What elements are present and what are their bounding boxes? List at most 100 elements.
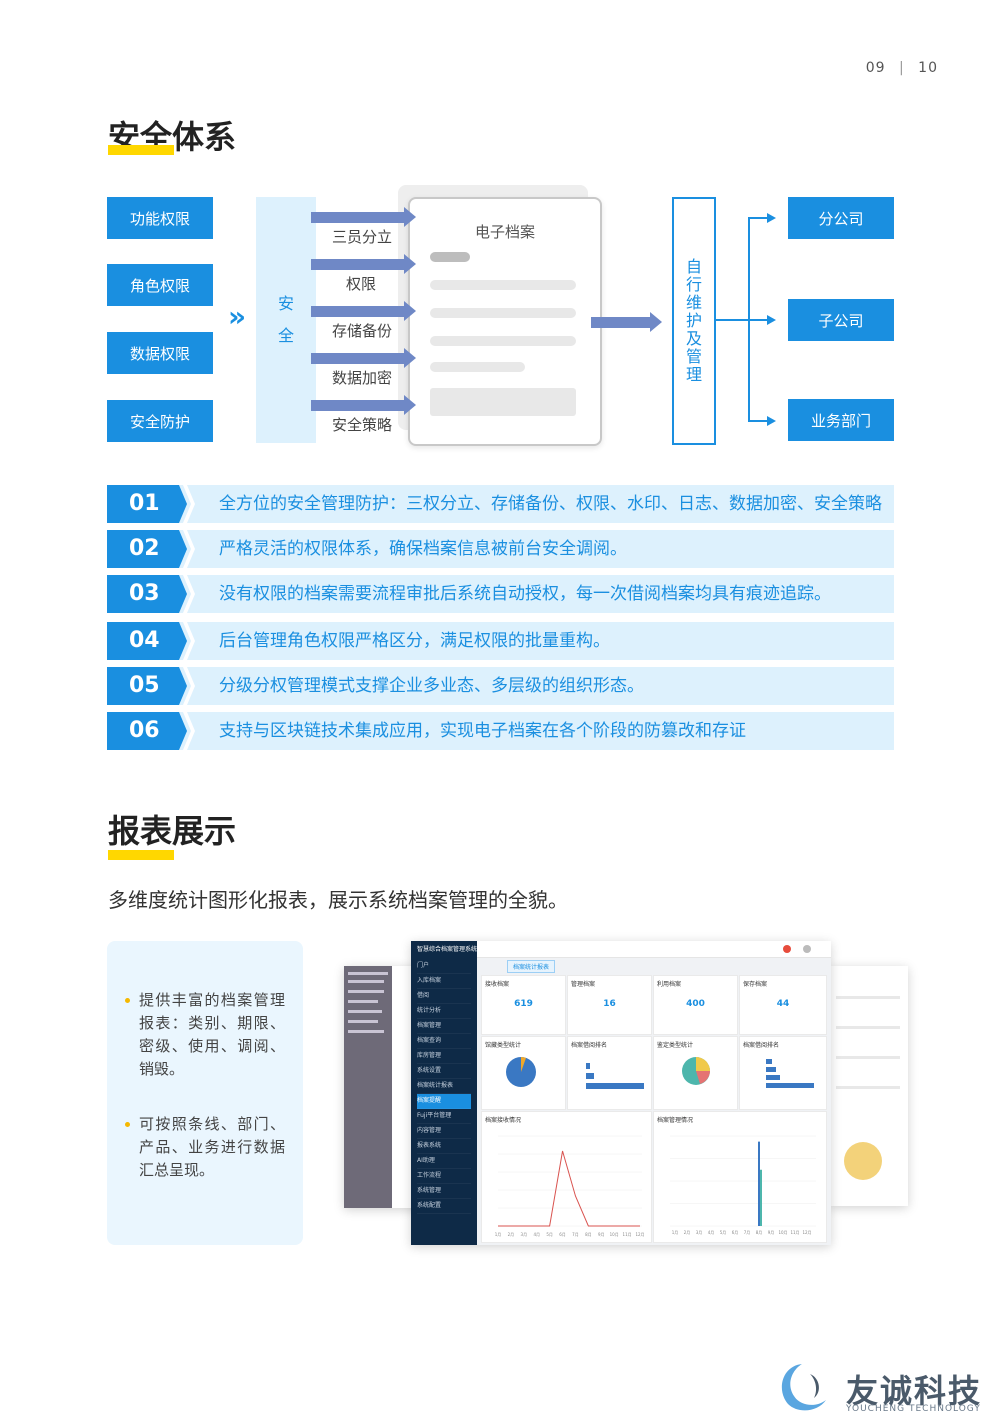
page-number-separator: | xyxy=(899,60,905,76)
brand-subtitle: YOUCHENG TECHNOLOGY xyxy=(846,1404,981,1414)
feature-row: 01 全方位的安全管理防护：三权分立、存储备份、权限、水印、日志、数据加密、安全… xyxy=(107,485,894,523)
bg-sidebar xyxy=(344,966,392,1208)
pie-chart xyxy=(682,1057,710,1085)
chart-title: 馆藏类型统计 xyxy=(485,1042,522,1049)
bg-line xyxy=(348,1030,384,1033)
bg-line xyxy=(348,1010,382,1013)
nav-item[interactable]: 系统管理 xyxy=(417,1184,471,1199)
arrow xyxy=(311,306,405,317)
x-tick-label: 8月 xyxy=(585,1232,592,1237)
box-branch-company: 分公司 xyxy=(788,197,894,239)
section-title-reports: 报表展示 xyxy=(108,812,237,850)
nav-item[interactable]: 门户 xyxy=(417,959,471,974)
arrow xyxy=(311,400,405,411)
bg-line xyxy=(836,1056,900,1059)
doc-line xyxy=(430,308,576,318)
nav-item[interactable]: Fuji平台管理 xyxy=(417,1109,471,1124)
box-security-protection: 安全防护 xyxy=(107,400,213,442)
box-subsidiary: 子公司 xyxy=(788,299,894,341)
pie-slice xyxy=(696,1071,710,1084)
chart-card-pie: 馆藏类型统计 xyxy=(481,1036,566,1110)
feature-number: 04 xyxy=(107,622,187,660)
hbar xyxy=(586,1063,590,1069)
title-underline xyxy=(108,850,174,860)
x-tick-label: 7月 xyxy=(572,1232,579,1237)
nav-item[interactable]: 库房管理 xyxy=(417,1049,471,1064)
feature-text: 支持与区块链技术集成应用，实现电子档案在各个阶段的防篡改和存证 xyxy=(219,721,746,741)
notification-icon[interactable] xyxy=(783,945,791,953)
arrow-head-icon xyxy=(404,301,416,321)
nav-item[interactable]: 档案查询 xyxy=(417,1034,471,1049)
x-tick-label: 3月 xyxy=(696,1230,703,1235)
kpi-label: 接收档案 xyxy=(485,981,510,988)
bullet-item: 可按照条线、部门、产品、业务进行数据汇总呈现。 xyxy=(125,1113,285,1182)
connector-line xyxy=(750,319,768,321)
x-tick-label: 2月 xyxy=(508,1232,515,1237)
hbar xyxy=(766,1075,780,1080)
nav-item[interactable]: 内容管理 xyxy=(417,1124,471,1139)
x-tick-label: 11月 xyxy=(790,1230,799,1235)
nav-item[interactable]: 统计分析 xyxy=(417,1004,471,1019)
x-tick-label: 5月 xyxy=(720,1230,727,1235)
box-function-permission: 功能权限 xyxy=(107,197,213,239)
line-series xyxy=(498,1150,640,1227)
kpi-value: 400 xyxy=(686,999,705,1009)
arrow-head-icon xyxy=(767,213,776,223)
vertical-char: 自 xyxy=(685,257,702,276)
x-tick-label: 4月 xyxy=(533,1232,540,1237)
bullet-text: 可按照条线、部门、产品、业务进行数据汇总呈现。 xyxy=(139,1115,285,1179)
x-tick-label: 11月 xyxy=(623,1232,632,1237)
nav-item[interactable]: 报表系统 xyxy=(417,1139,471,1154)
feature-row: 04 后台管理角色权限严格区分，满足权限的批量重构。 xyxy=(107,622,894,660)
bar xyxy=(760,1169,762,1226)
nav-item[interactable]: 工作流程 xyxy=(417,1169,471,1184)
nav-item[interactable]: 系统设置 xyxy=(417,1064,471,1079)
arrow-head-icon xyxy=(404,395,416,415)
bg-line xyxy=(836,1026,900,1029)
bg-line xyxy=(836,996,900,999)
kpi-card: 利用档案 400 xyxy=(653,975,738,1035)
vertical-char: 管 xyxy=(685,347,702,366)
vertical-char: 及 xyxy=(685,329,702,348)
chart-title: 档案管理情况 xyxy=(657,1117,694,1124)
feature-row: 02 严格灵活的权限体系，确保档案信息被前台安全调阅。 xyxy=(107,530,894,568)
arrow-head-icon xyxy=(767,315,776,325)
dashboard-sidebar: 智慧综合档案管理系统 门户 入库档案 借阅 统计分析 档案管理 档案查询 库房管… xyxy=(411,941,477,1245)
nav-item[interactable]: AI助理 xyxy=(417,1154,471,1169)
feature-number: 01 xyxy=(107,485,187,523)
bg-line xyxy=(348,1000,378,1003)
feature-number: 02 xyxy=(107,530,187,568)
safety-char-2: 全 xyxy=(277,326,294,345)
bullet-dot-icon xyxy=(125,998,130,1003)
arrow-label: 存储备份 xyxy=(332,322,393,340)
arrow-label: 安全策略 xyxy=(332,416,393,434)
bg-line xyxy=(348,972,388,975)
x-tick-label: 6月 xyxy=(559,1232,566,1237)
arrow xyxy=(311,212,405,223)
vertical-char: 理 xyxy=(685,365,702,384)
bg-line xyxy=(348,980,384,983)
bar xyxy=(758,1141,760,1226)
x-tick-label: 10月 xyxy=(778,1230,787,1235)
nav-item[interactable]: 系统配置 xyxy=(417,1199,471,1214)
nav-item[interactable]: 入库档案 xyxy=(417,974,471,989)
nav-item-active[interactable]: 档案提醒 xyxy=(417,1094,471,1109)
feature-number: 03 xyxy=(107,575,187,613)
feature-text: 分级分权管理模式支撑企业多业态、多层级的组织形态。 xyxy=(219,676,644,696)
vertical-char: 行 xyxy=(685,275,702,294)
chart-title: 档案借阅排名 xyxy=(571,1042,608,1049)
brand-name: 友诚科技 xyxy=(846,1372,983,1410)
nav-item[interactable]: 档案管理 xyxy=(417,1019,471,1034)
nav-item[interactable]: 借阅 xyxy=(417,989,471,1004)
tab-active[interactable]: 档案统计报表 xyxy=(507,960,556,973)
pie-slice xyxy=(521,1057,526,1072)
box-business-department: 业务部门 xyxy=(788,399,894,441)
avatar[interactable] xyxy=(803,945,811,953)
page-numbers: 09 | 10 xyxy=(866,60,938,76)
x-tick-label: 1月 xyxy=(672,1230,679,1235)
nav-item[interactable]: 档案统计报表 xyxy=(417,1079,471,1094)
kpi-card: 保存档案 44 xyxy=(739,975,827,1035)
